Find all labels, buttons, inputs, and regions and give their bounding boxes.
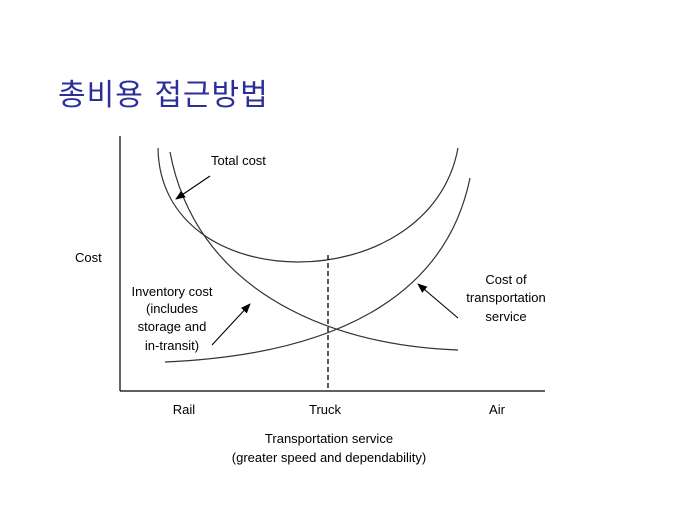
transportation-cost-curve <box>164 177 471 363</box>
page-title: 총비용 접근방법 <box>58 78 269 113</box>
x-tick-rail: Rail <box>173 402 196 417</box>
transportation-cost-arrow <box>417 283 459 319</box>
x-tick-truck: Truck <box>309 402 342 417</box>
transportation-cost-label: Cost of transportation service <box>466 272 546 324</box>
x-axis-subtitle: (greater speed and dependability) <box>232 450 426 465</box>
y-axis-label: Cost <box>75 250 102 265</box>
inventory-cost-curve <box>169 151 459 351</box>
x-tick-air: Air <box>489 402 506 417</box>
total-cost-curve <box>157 147 459 263</box>
total-cost-arrow <box>175 175 211 200</box>
transportation-cost-label-line: service <box>485 309 526 324</box>
inventory-cost-label-line: Inventory cost <box>132 284 213 299</box>
x-axis-title: Transportation service <box>265 431 393 446</box>
inventory-cost-label-line: in-transit) <box>145 338 199 353</box>
inventory-cost-arrow <box>211 303 251 346</box>
inventory-cost-label-line: (includes <box>146 301 199 316</box>
inventory-cost-label-line: storage and <box>138 319 207 334</box>
transportation-cost-label-line: Cost of <box>485 272 527 287</box>
inventory-cost-label: Inventory cost (includes storage and in-… <box>132 284 213 353</box>
transportation-cost-label-line: transportation <box>466 290 546 305</box>
total-cost-label: Total cost <box>211 153 266 168</box>
